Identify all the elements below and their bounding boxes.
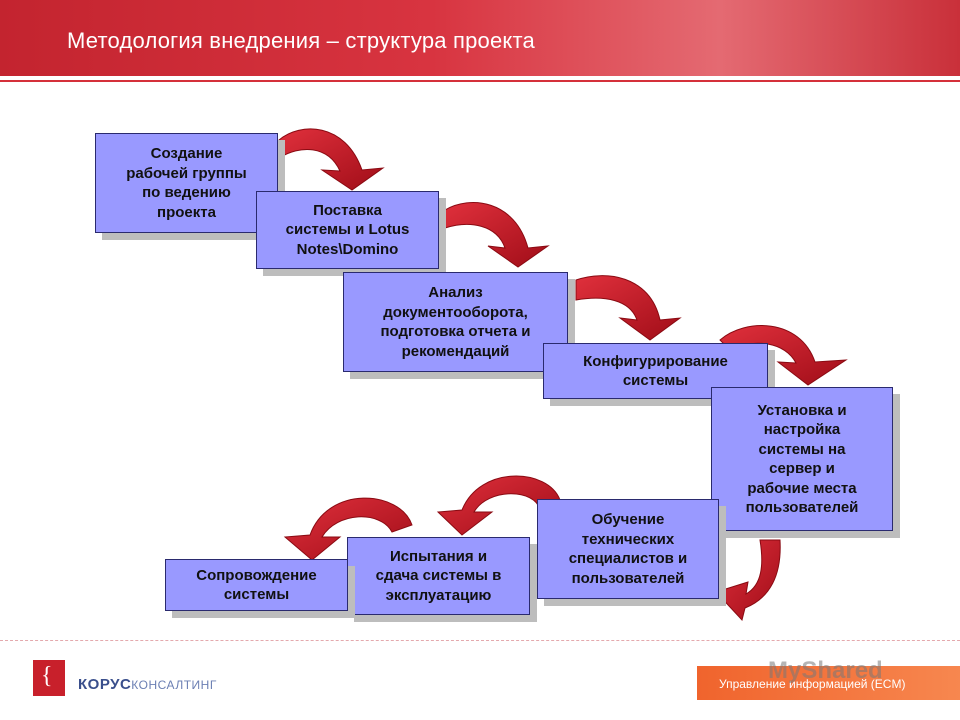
curved-arrow-3 <box>575 275 682 341</box>
header-divider <box>0 80 960 82</box>
footer-divider <box>0 640 960 641</box>
step-configuration: Конфигурирование системы <box>543 343 768 399</box>
footer-banner: Управление информацией (ECM) <box>697 666 960 700</box>
step-training: Обучение технических специалистов и поль… <box>537 499 719 599</box>
page-title: Методология внедрения – структура проект… <box>67 28 535 53</box>
watermark: MyShared <box>768 657 883 684</box>
curved-arrow-5 <box>715 539 781 622</box>
curved-arrow-6 <box>436 475 561 536</box>
curved-arrow-2 <box>444 202 550 268</box>
step-installation: Установка и настройка системы на сервер … <box>711 387 893 531</box>
header-banner: Методология внедрения – структура проект… <box>0 0 960 76</box>
step-testing: Испытания и сдача системы в эксплуатацию <box>347 537 530 615</box>
step-create-workgroup: Создание рабочей группы по ведению проек… <box>95 133 278 233</box>
step-support: Сопровождение системы <box>165 559 348 611</box>
curved-arrow-7 <box>283 497 413 561</box>
logo-icon: { <box>33 660 65 696</box>
footer-banner-text: Управление информацией (ECM) <box>719 677 906 691</box>
curved-arrow-1 <box>278 128 385 191</box>
logo-part1: КОРУС <box>78 676 132 693</box>
step-supply-lotus: Поставка системы и Lotus Notes\Domino <box>256 191 439 269</box>
logo-part2: КОНСАЛТИНГ <box>131 678 217 692</box>
company-logo: КОРУСКОНСАЛТИНГ <box>78 676 217 693</box>
step-analysis: Анализ документооборота, подготовка отче… <box>343 272 568 372</box>
